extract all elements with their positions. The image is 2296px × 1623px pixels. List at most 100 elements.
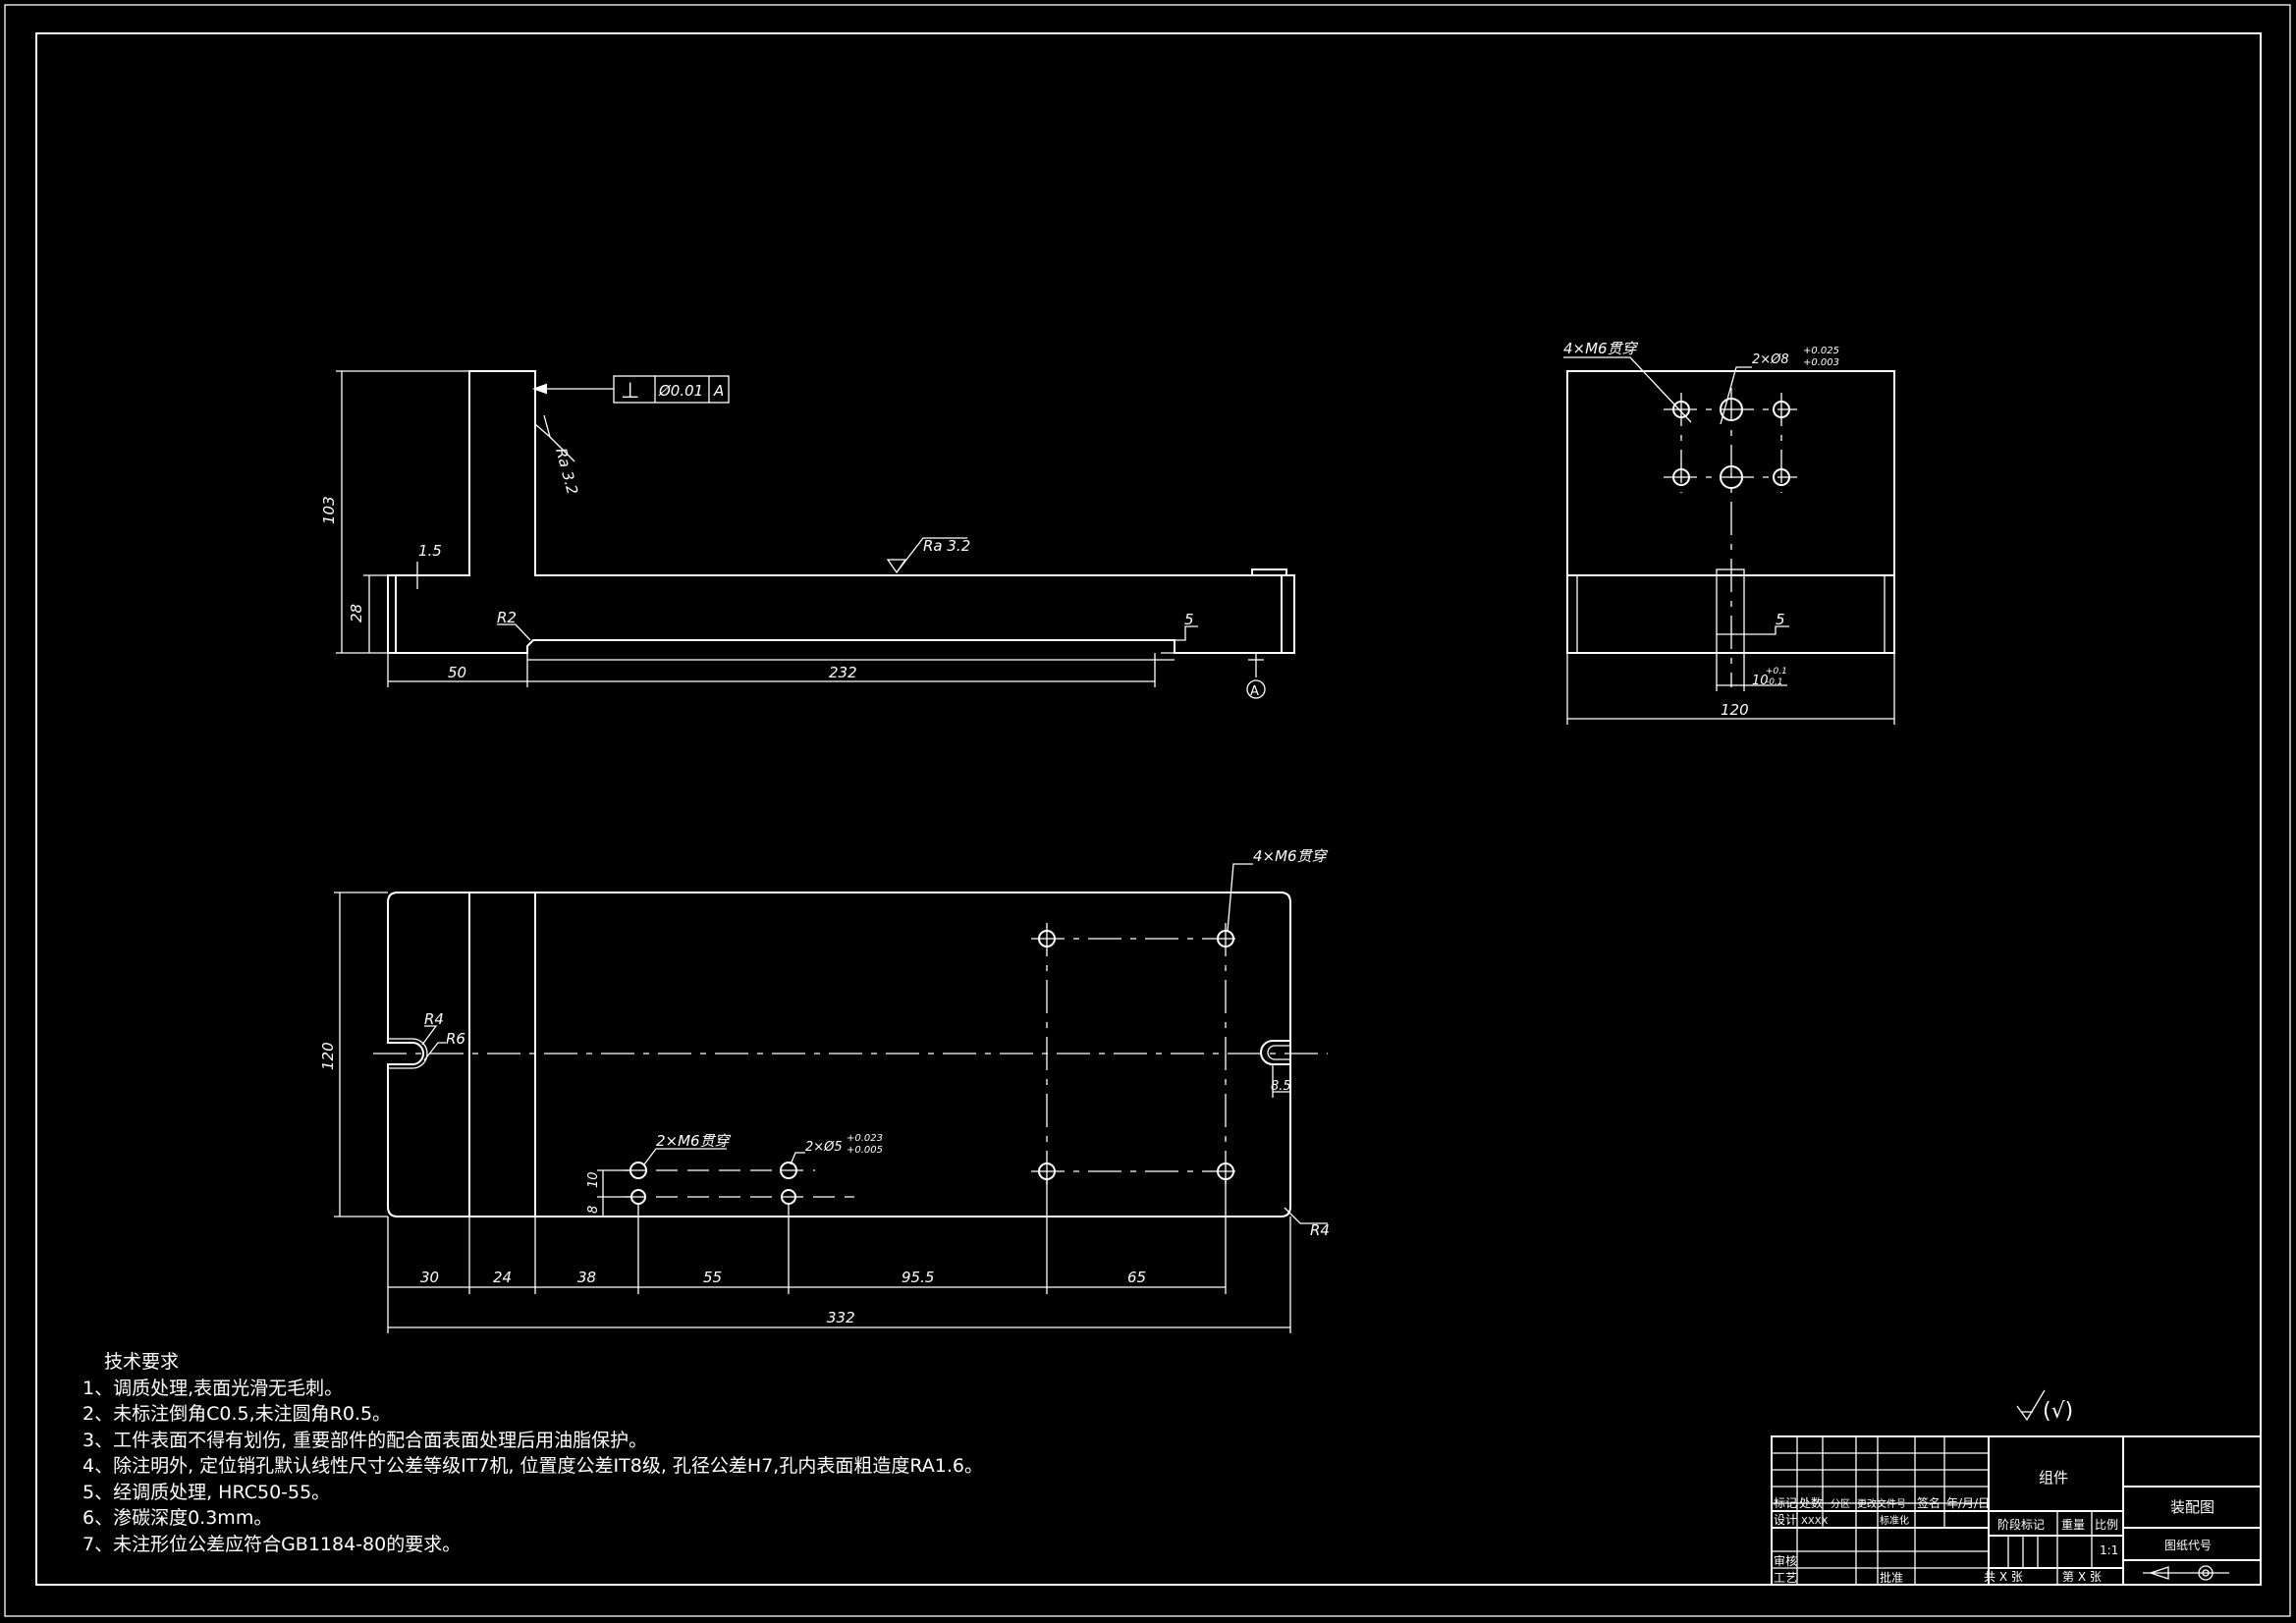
tb-h-mark: 标记: [1774, 1496, 1797, 1510]
tb-standard: 标准化: [1880, 1514, 1909, 1527]
top-holes-label: 4×M6贯穿: [1253, 847, 1329, 865]
top-dim-120: 120: [319, 1042, 337, 1070]
r6-leader: [423, 1042, 446, 1061]
tb-sheets-total: 共 X 张: [1984, 1570, 2023, 1584]
side-pin-tol-lower: +0.003: [1803, 357, 1839, 368]
chain-dim-55: 55: [703, 1269, 722, 1286]
datum-a-label: A: [1250, 684, 1259, 699]
side-dim-10-tol-upper: +0.1: [1766, 667, 1787, 676]
dim-85: 8.5: [1271, 1079, 1291, 1094]
side-center-slot: [1716, 568, 1745, 654]
r2-leader: [497, 623, 531, 641]
tb-sheet-no: 第 X 张: [2062, 1570, 2102, 1584]
top-pin-tol-lower: +0.005: [847, 1145, 883, 1156]
gdt-frame: [613, 375, 730, 404]
side-holes-label: 4×M6贯穿: [1563, 340, 1639, 357]
tb-weight: 重量: [2061, 1518, 2085, 1532]
top-holes-leader: [1227, 863, 1253, 932]
tb-review: 审核: [1774, 1553, 1797, 1568]
tb-approve: 批准: [1880, 1570, 1903, 1585]
front-view: ⊥ Ø0.01 A Ra 3.2 Ra 3.2 103 28 1.5 R2 50…: [320, 370, 1295, 699]
side-view: 4×M6贯穿 2×Ø8 +0.025 +0.003 5 10 +0.1 -0.1…: [1563, 340, 1895, 725]
top-dim-10: 10: [586, 1171, 601, 1188]
top-m6-leader: [643, 1148, 727, 1165]
side-pin-tol-upper: +0.025: [1803, 346, 1839, 356]
gdt-tolerance: Ø0.01: [658, 382, 703, 400]
tb-scale: 1:1: [2100, 1543, 2118, 1557]
general-roughness-symbol: [2016, 1389, 2046, 1422]
side-dim-120: 120: [1721, 701, 1749, 719]
r4a-label: R4: [424, 1010, 444, 1028]
datum-a-circle: [1246, 679, 1266, 699]
note-item: 2、未标注倒角C0.5,未注圆角R0.5。: [82, 1403, 392, 1425]
top-m6-label: 2×M6贯穿: [656, 1132, 732, 1150]
tb-h-date: 年/月/日: [1946, 1496, 1990, 1510]
total-dim-332: 332: [827, 1309, 855, 1326]
side-dim-5: 5: [1776, 611, 1785, 628]
side-pin-leader: [1720, 366, 1752, 425]
side-dim-10-tol-lower: -0.1: [1766, 677, 1783, 687]
top-holes-label-text: 4×M6贯穿: [1253, 847, 1329, 865]
top-view: 4×M6贯穿 2×M6贯穿 2×Ø5 +0.023 +0.005 R4 R6 R…: [319, 847, 1330, 1333]
general-roughness-text: (√): [2043, 1399, 2073, 1424]
front-right-notch: [1251, 568, 1287, 575]
tb-h-zone: 分区: [1831, 1498, 1850, 1510]
roughness-symbol-1: [534, 414, 575, 462]
tb-process: 工艺: [1774, 1571, 1797, 1585]
gdt-symbol: ⊥: [621, 379, 639, 404]
top-m6-label-text: 2×M6贯穿: [656, 1132, 732, 1150]
dim-5-leader: [1161, 625, 1198, 641]
note-item: 7、未注形位公差应符合GB1184-80的要求。: [82, 1533, 462, 1555]
roughness-1-label: Ra 3.2: [552, 446, 581, 496]
top-right-slot-inner: [1267, 1045, 1290, 1060]
side-holes-leader: [1563, 356, 1692, 423]
notes-title: 技术要求: [104, 1351, 180, 1373]
outer-border: [4, 4, 2291, 1617]
gdt-datum: A: [713, 382, 724, 400]
tb-design: 设计: [1774, 1513, 1797, 1527]
tb-drawing-type: 装配图: [2170, 1498, 2214, 1516]
dim-15: 1.5: [418, 542, 442, 560]
tb-designer: XXXX: [1801, 1516, 1829, 1527]
technical-requirements: 技术要求 1、调质处理,表面光滑无毛刺。 2、未标注倒角C0.5,未注圆角R0.…: [82, 1349, 983, 1557]
dim-28: 28: [348, 604, 365, 622]
tb-stage: 阶段标记: [1997, 1517, 2045, 1532]
r4b-label: R4: [1310, 1221, 1330, 1239]
roughness-2-label: Ra 3.2: [923, 537, 970, 555]
inner-border: [35, 32, 2262, 1586]
title-block: 组件 装配图 图纸代号 标记 处数 分区 更改文件号 签名 年/月/日 设计 X…: [1771, 1435, 2262, 1586]
r4a-leader: [421, 1025, 438, 1046]
gdt-arrow: [532, 383, 547, 395]
side-dim5-leader: [1744, 625, 1789, 635]
front-view-outline: [387, 370, 1295, 654]
tb-h-count: 处数: [1799, 1495, 1823, 1510]
note-item: 6、渗碳深度0.3mm。: [82, 1507, 273, 1529]
projection-symbol-icon: [2143, 1565, 2229, 1581]
top-dim-8: 8: [586, 1206, 601, 1214]
note-item: 5、经调质处理, HRC50-55。: [82, 1481, 331, 1503]
side-pin-label: 2×Ø8: [1752, 352, 1789, 367]
r4b-leader: [1284, 1207, 1328, 1224]
dim-50: 50: [448, 664, 466, 681]
top-left-notch-outer: [388, 1038, 428, 1069]
side-holes-label-text: 4×M6贯穿: [1563, 340, 1639, 357]
dim-5-front: 5: [1184, 611, 1194, 628]
top-pin-label: 2×Ø5: [805, 1140, 843, 1155]
chain-dim-38: 38: [577, 1269, 596, 1286]
chain-dim-30: 30: [420, 1269, 439, 1286]
tb-part-name: 组件: [2039, 1469, 2068, 1487]
roughness-symbol-2: [886, 537, 967, 574]
dim-232: 232: [829, 664, 857, 681]
top-pin-leader: [790, 1152, 805, 1165]
tb-drawing-code: 图纸代号: [2164, 1539, 2212, 1552]
chain-dim-24: 24: [493, 1269, 512, 1286]
tb-h-sign: 签名: [1917, 1495, 1941, 1510]
tb-h-change: 更改文件号: [1857, 1497, 1906, 1510]
side-dim-10: 10: [1752, 674, 1769, 688]
top-view-outline: [387, 892, 1291, 1217]
tb-scale-label: 比例: [2095, 1518, 2118, 1532]
general-roughness: (√): [2016, 1389, 2073, 1424]
dim-103: 103: [320, 496, 338, 524]
note-item: 1、调质处理,表面光滑无毛刺。: [82, 1377, 344, 1399]
